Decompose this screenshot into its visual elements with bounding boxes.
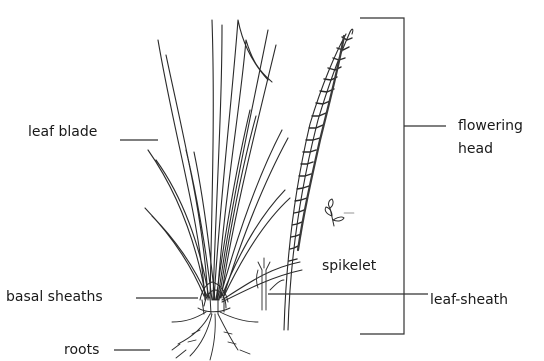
- leaf-blade-label: leaf blade: [28, 123, 97, 141]
- flowering-head-drawing: [284, 29, 353, 330]
- leaf-sheath-label: leaf-sheath: [430, 291, 508, 309]
- flowering-head-bracket: [360, 18, 404, 334]
- spikelet-label: spikelet: [322, 257, 376, 275]
- flowering-head-label-line1: flowering: [458, 117, 523, 135]
- roots-label: roots: [64, 341, 99, 359]
- leaf-blades: [145, 20, 302, 302]
- spikelet-detail-drawing: [325, 199, 354, 226]
- basal-sheaths-label: basal sheaths: [6, 288, 103, 306]
- flowering-head-label-line2: head: [458, 140, 493, 158]
- roots-drawing: [172, 312, 258, 360]
